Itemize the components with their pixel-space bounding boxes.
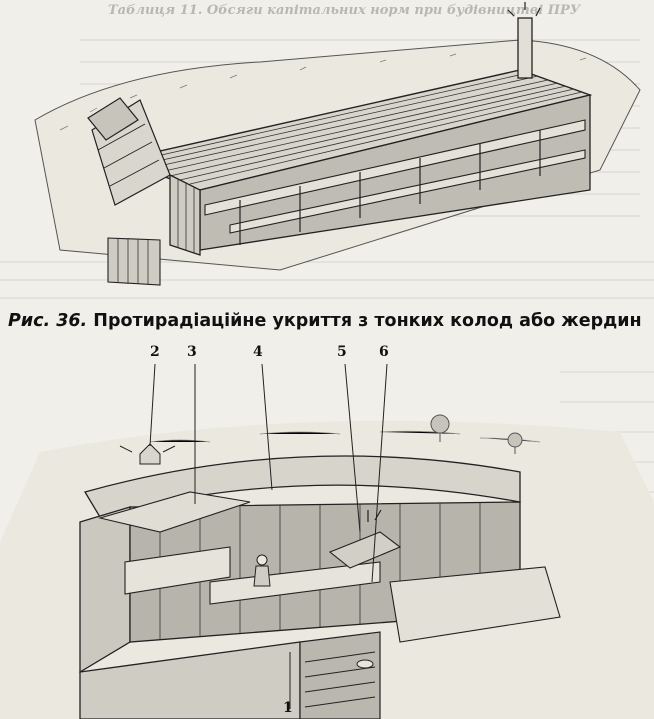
callout-3: 3 (187, 344, 197, 360)
callout-4: 4 (253, 344, 263, 360)
callout-2: 2 (150, 344, 160, 360)
callout-5: 5 (337, 344, 347, 360)
figure-36-title: Протирадіаційне укриття з тонких колод а… (93, 311, 642, 331)
callout-6: 6 (379, 344, 389, 360)
dugout-shelter-illustration (0, 363, 654, 719)
background-table-title: Таблиця 11. Обсяги капітальних норм при … (108, 3, 581, 18)
figure-36-caption: Рис. 36. Протирадіаційне укриття з тонки… (8, 311, 648, 337)
callout-1: 1 (283, 700, 293, 716)
log-shelter-illustration (0, 2, 654, 299)
figure-36-label: Рис. 36. (8, 311, 88, 331)
